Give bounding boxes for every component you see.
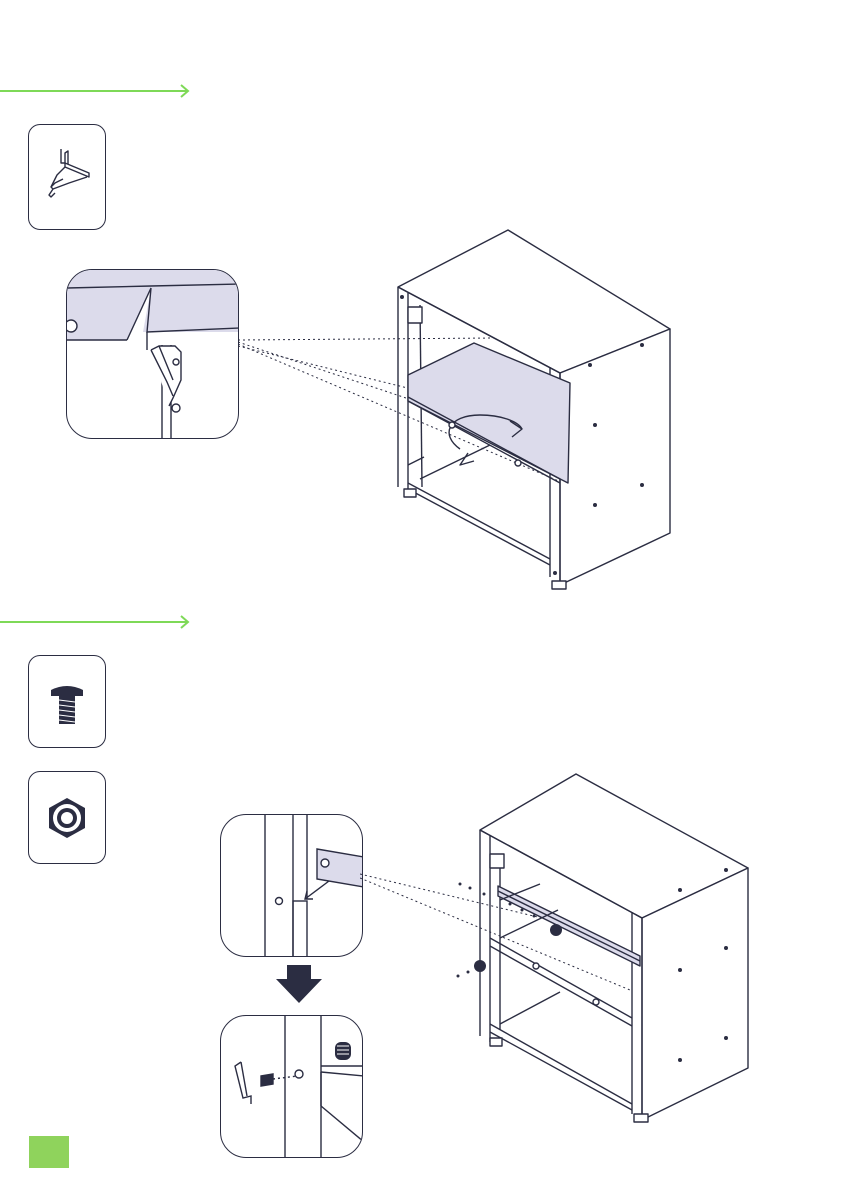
allen-key-bolt-detail bbox=[220, 1015, 363, 1158]
page-number-badge bbox=[29, 1136, 69, 1168]
clip-installation-detail bbox=[66, 269, 239, 439]
bolt-icon bbox=[29, 656, 105, 747]
step-2-arrow bbox=[0, 615, 200, 629]
shelf-clip-icon bbox=[29, 125, 105, 229]
down-arrow-icon bbox=[274, 965, 324, 1005]
part-box-clip bbox=[28, 124, 106, 230]
step-1-arrow bbox=[0, 84, 200, 98]
part-box-nut bbox=[28, 771, 106, 864]
rail-slot-detail bbox=[220, 814, 363, 957]
hex-nut-icon bbox=[29, 772, 105, 863]
cabinet-rail-attach bbox=[440, 770, 760, 1125]
cabinet-shelf-insert bbox=[390, 225, 680, 595]
part-box-bolt bbox=[28, 655, 106, 748]
